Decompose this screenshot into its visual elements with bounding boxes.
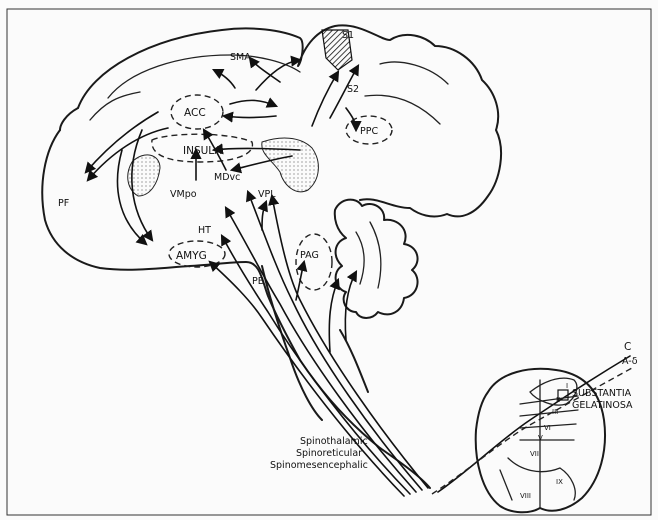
label-ht: HT	[198, 225, 211, 236]
frontal-pole	[60, 108, 78, 130]
label-spinomesencephalic: Spinomesencephalic	[270, 460, 368, 471]
cortical-projection-arrows	[86, 58, 358, 244]
cerebellum-fold	[370, 222, 381, 288]
label-lamina-iii: III	[552, 408, 558, 416]
label-ppc: PPC	[360, 126, 378, 137]
label-s1: S1	[342, 30, 354, 41]
label-lamina-ii: II	[556, 396, 560, 404]
label-s2: S2	[347, 84, 359, 95]
label-pf: PF	[58, 198, 69, 209]
label-vmpo: VMpo	[170, 189, 197, 200]
label-spinoreticular: Spinoreticular	[296, 448, 362, 459]
label-insula: INSULA	[183, 145, 222, 157]
label-spinothalamic: Spinothalamic	[300, 436, 368, 447]
a-delta-fiber	[432, 368, 632, 494]
label-gelatinosa: GELATINOSA	[572, 400, 633, 411]
label-c-fiber: C	[624, 341, 631, 353]
frontal-sulcus	[90, 92, 140, 120]
label-amyg: AMYG	[176, 250, 207, 262]
label-substantia: SUBSTANTIA	[572, 388, 632, 399]
label-lamina-ix: IX	[556, 478, 563, 486]
label-a-delta: A-δ	[622, 356, 638, 367]
label-lamina-v: V	[538, 434, 543, 442]
parietal-sulcus	[380, 62, 448, 84]
label-lamina-i: I	[566, 382, 568, 390]
label-sma: SMA	[230, 52, 251, 63]
label-vpl: VPL	[258, 189, 276, 200]
label-mdvc: MDvc	[214, 172, 240, 183]
label-pag: PAG	[300, 250, 319, 261]
intraparietal-sulcus	[365, 95, 440, 124]
pag-region	[296, 234, 332, 290]
label-lamina-vi: VI	[544, 424, 551, 432]
label-lamina-vii: VII	[530, 450, 539, 458]
label-lamina-viii: VIII	[520, 492, 531, 500]
label-pb: PB	[252, 276, 264, 287]
label-acc: ACC	[184, 107, 206, 119]
thalamus-shaded	[262, 138, 319, 192]
brainstem-back	[340, 330, 368, 392]
cerebellum-fold-2	[356, 232, 364, 284]
